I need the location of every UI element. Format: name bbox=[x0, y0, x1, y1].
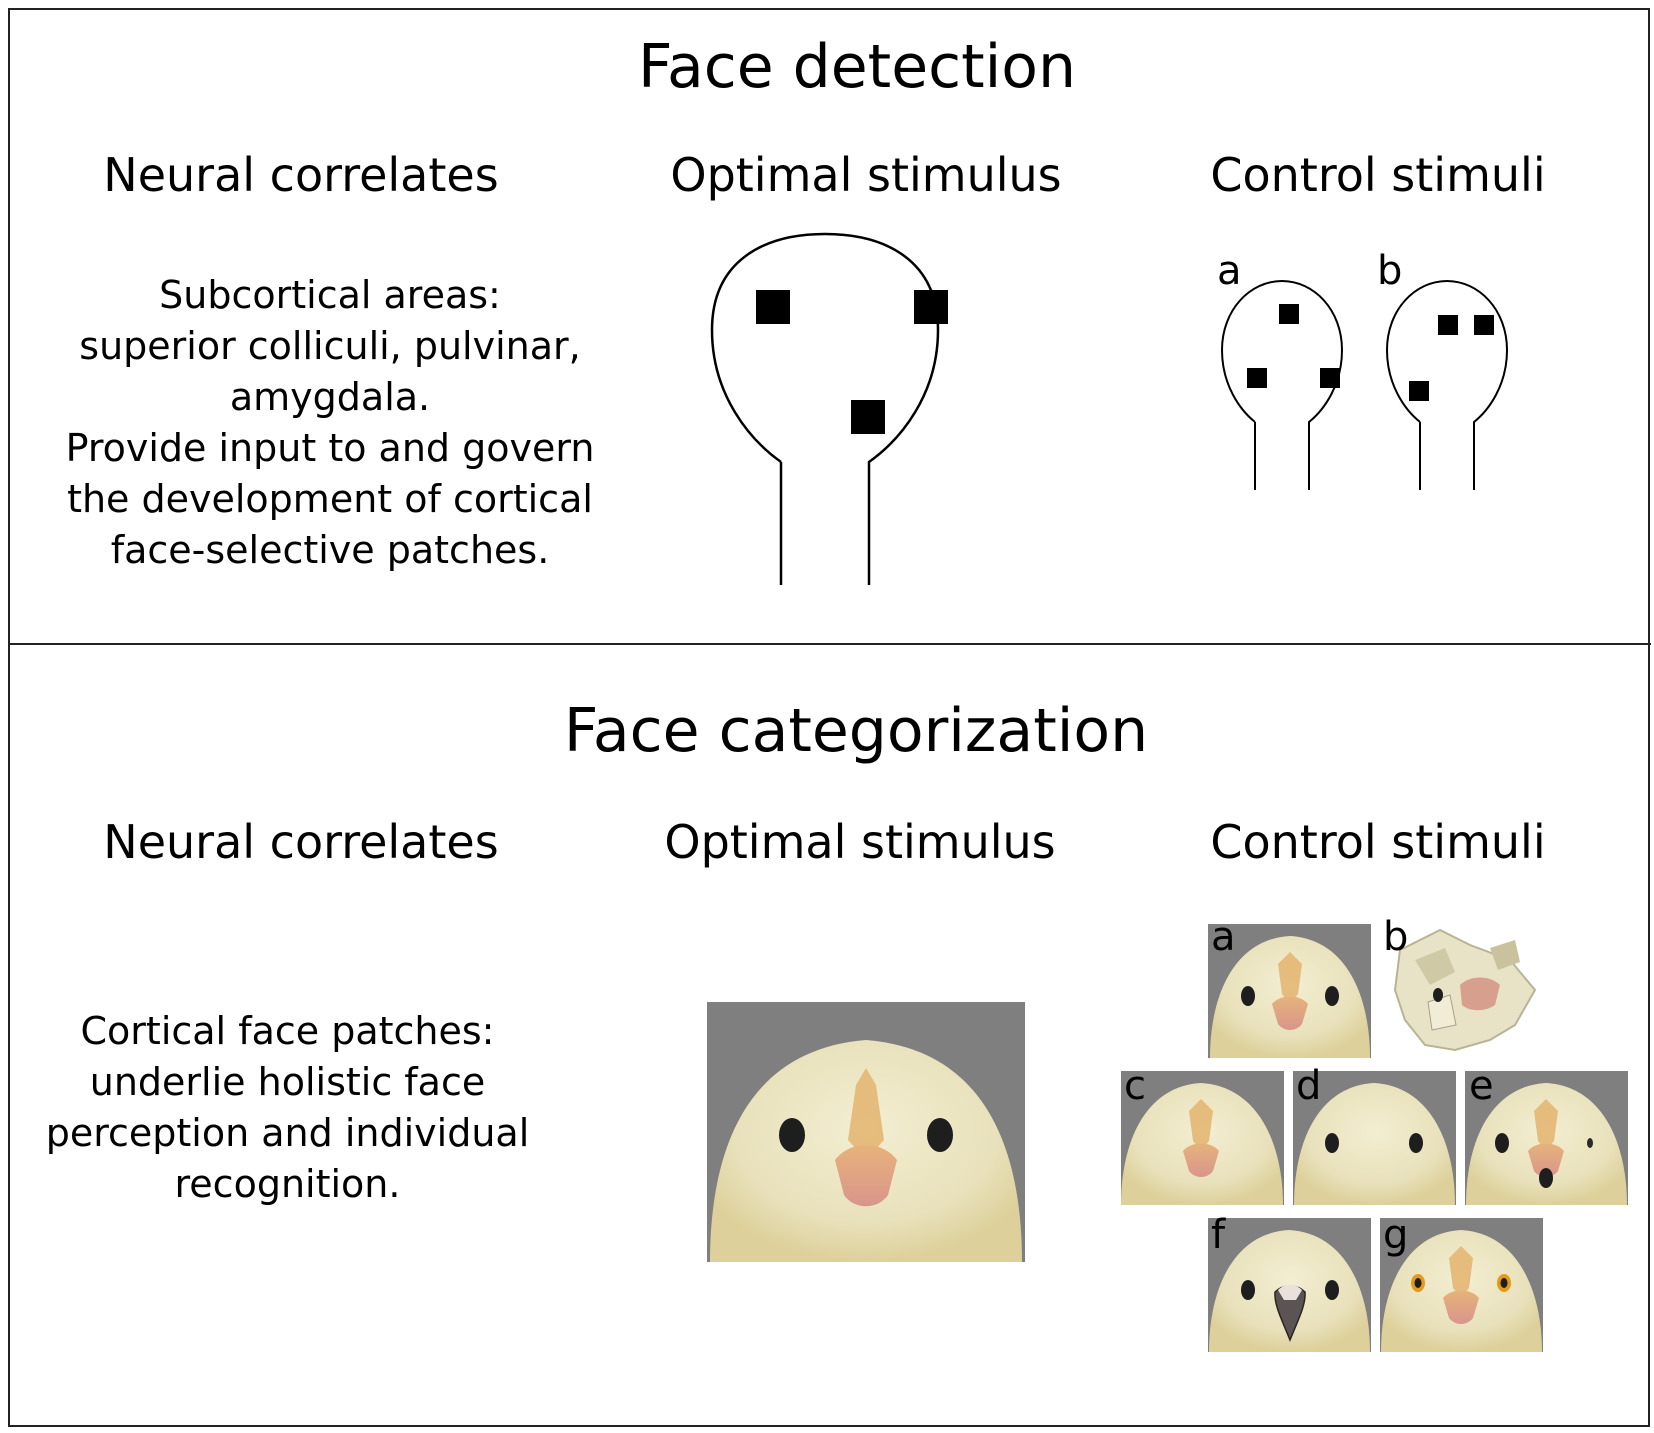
detection-optimal-stimulus bbox=[710, 232, 948, 585]
right-eye-square bbox=[914, 290, 948, 324]
detection-desc-line: amygdala. bbox=[229, 375, 431, 419]
feature-square bbox=[1279, 304, 1299, 324]
detection-desc-line: face-selective patches. bbox=[110, 528, 550, 572]
feature-square bbox=[1474, 315, 1494, 335]
categorization-desc-line: Cortical face patches: bbox=[80, 1009, 495, 1053]
detection-description: Subcortical areas: superior colliculi, p… bbox=[15, 270, 645, 576]
chick-comb bbox=[848, 1068, 884, 1160]
categorization-optimal-stimulus bbox=[707, 1002, 1025, 1262]
figure-frame bbox=[8, 8, 1650, 1427]
head-outline bbox=[1385, 279, 1509, 490]
categorization-title: Face categorization bbox=[563, 696, 1149, 766]
categorization-control-label-c: c bbox=[1124, 1063, 1146, 1109]
categorization-control-stimulus-c bbox=[1121, 1071, 1284, 1205]
detection-desc-line: the development of cortical bbox=[67, 477, 593, 521]
detection-control-label-b: b bbox=[1377, 248, 1403, 294]
categorization-desc-line: underlie holistic face bbox=[89, 1060, 486, 1104]
detection-control-stimulus-b bbox=[1385, 279, 1509, 490]
categorization-control-label-f: f bbox=[1211, 1212, 1226, 1258]
section-divider bbox=[9, 643, 1651, 645]
categorization-control-stimulus-d bbox=[1293, 1071, 1456, 1205]
categorization-description: Cortical face patches: underlie holistic… bbox=[15, 1006, 560, 1210]
categorization-col-optimal-stimulus: Optimal stimulus bbox=[664, 815, 1056, 869]
feature-square bbox=[1409, 381, 1429, 401]
categorization-control-stimulus-a bbox=[1208, 924, 1371, 1058]
head-outline bbox=[710, 232, 940, 585]
detection-col-control-stimuli: Control stimuli bbox=[1210, 148, 1546, 202]
detection-control-stimulus-a bbox=[1220, 279, 1344, 490]
categorization-control-stimulus-f bbox=[1208, 1218, 1371, 1352]
chick-right-eye bbox=[927, 1118, 953, 1152]
detection-desc-line: superior colliculi, pulvinar, bbox=[79, 324, 581, 368]
categorization-control-label-g: g bbox=[1383, 1212, 1409, 1258]
categorization-control-stimulus-e bbox=[1465, 1071, 1628, 1205]
chick-beak bbox=[835, 1145, 897, 1207]
detection-title: Face detection bbox=[637, 32, 1077, 102]
categorization-col-neural-correlates: Neural correlates bbox=[103, 815, 499, 869]
categorization-desc-line: perception and individual bbox=[45, 1111, 530, 1155]
mouth-square bbox=[851, 400, 885, 434]
categorization-desc-line: recognition. bbox=[174, 1162, 401, 1206]
categorization-col-control-stimuli: Control stimuli bbox=[1210, 815, 1546, 869]
detection-desc-line: Provide input to and govern bbox=[65, 426, 595, 470]
detection-col-optimal-stimulus: Optimal stimulus bbox=[670, 148, 1062, 202]
feature-square bbox=[1247, 368, 1267, 388]
left-eye-square bbox=[756, 290, 790, 324]
categorization-control-label-e: e bbox=[1469, 1063, 1494, 1109]
detection-desc-line: Subcortical areas: bbox=[159, 273, 501, 317]
categorization-control-label-d: d bbox=[1296, 1063, 1322, 1109]
detection-control-label-a: a bbox=[1217, 248, 1242, 294]
categorization-control-label-a: a bbox=[1211, 914, 1236, 960]
detection-col-neural-correlates: Neural correlates bbox=[103, 148, 499, 202]
categorization-control-stimulus-b bbox=[1393, 928, 1537, 1052]
categorization-control-label-b: b bbox=[1383, 914, 1409, 960]
feature-square bbox=[1438, 315, 1458, 335]
categorization-control-stimulus-g bbox=[1380, 1218, 1543, 1352]
feature-square bbox=[1320, 368, 1340, 388]
chick-left-eye bbox=[779, 1118, 805, 1152]
